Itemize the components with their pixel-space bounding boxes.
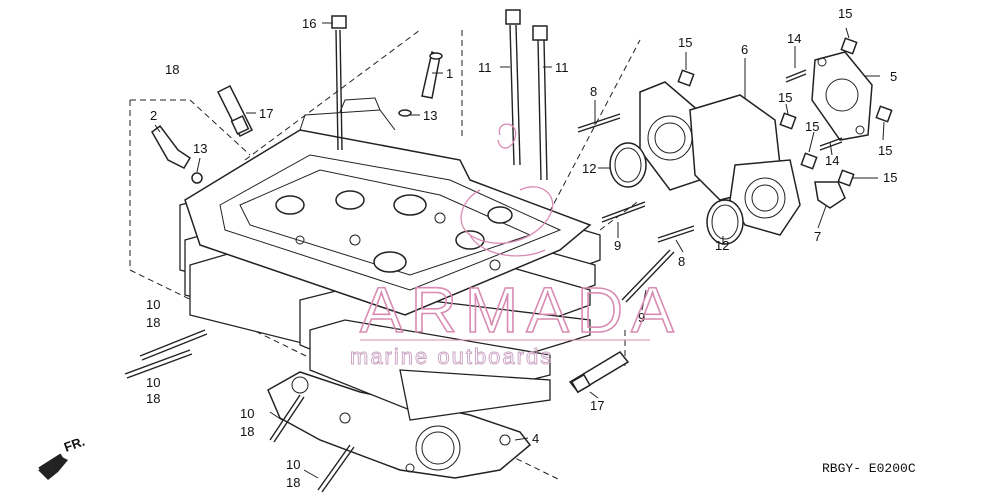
callout-4: 4	[532, 431, 539, 446]
watermark-brand: ARMADA	[360, 274, 682, 346]
callout-10c: 10	[240, 406, 254, 421]
callout-15b: 15	[838, 6, 852, 21]
callout-18c: 18	[146, 391, 160, 406]
callout-15e: 15	[878, 143, 892, 158]
intake-manifold	[639, 81, 801, 236]
callout-18b: 18	[146, 315, 160, 330]
callout-10b: 10	[146, 375, 160, 390]
intake-studs	[577, 113, 695, 303]
callout-14a: 14	[787, 31, 801, 46]
callout-17b: 17	[590, 398, 604, 413]
o-ring-gaskets	[609, 142, 744, 245]
stud-fitting-2	[151, 124, 203, 184]
watermark: ARMADA marine outboards	[350, 123, 682, 369]
callout-10a: 10	[146, 297, 160, 312]
nuts-and-bolts	[677, 37, 893, 187]
callout-5: 5	[890, 69, 897, 84]
diagram-code: RBGY- E0200C	[822, 461, 916, 476]
callout-15f: 15	[883, 170, 897, 185]
long-bolts	[331, 9, 548, 181]
head-gasket	[267, 371, 532, 479]
callout-11a: 11	[478, 60, 492, 75]
front-arrow	[38, 453, 68, 480]
callout-9a: 9	[614, 238, 621, 253]
spark-plug-lower	[568, 351, 630, 394]
callout-7: 7	[814, 229, 821, 244]
callout-16: 16	[302, 16, 316, 31]
callout-1: 1	[446, 66, 453, 81]
callout-10d: 10	[286, 457, 300, 472]
watermark-tagline: marine outboards	[350, 344, 553, 369]
watermark-logo-icon	[460, 123, 554, 257]
reference-lines	[129, 29, 641, 481]
callout-6: 6	[741, 42, 748, 57]
cylinder-head	[179, 97, 601, 421]
callout-12a: 12	[582, 161, 596, 176]
callout-11b: 11	[555, 60, 569, 75]
callout-12b: 12	[715, 238, 729, 253]
callout-8a: 8	[590, 84, 597, 99]
callout-15c: 15	[778, 90, 792, 105]
leader-lines	[154, 22, 885, 479]
callout-15d: 15	[805, 119, 819, 134]
callout-8b: 8	[678, 254, 685, 269]
insulator-plate	[811, 51, 873, 141]
callout-14b: 14	[825, 153, 839, 168]
callout-15a: 15	[678, 35, 692, 50]
callout-2: 2	[150, 108, 157, 123]
bracket-7	[814, 181, 846, 209]
callout-18a: 18	[165, 62, 179, 77]
callout-18d: 18	[240, 424, 254, 439]
callout-9b: 9	[638, 310, 645, 325]
spark-plug-upper	[216, 84, 254, 138]
front-label: FR.	[62, 434, 87, 455]
callout-18e: 18	[286, 475, 300, 490]
lower-left-studs	[124, 329, 355, 493]
stud-fitting-1	[398, 50, 443, 117]
callout-17a: 17	[259, 106, 273, 121]
callout-13a: 13	[423, 108, 437, 123]
callout-numbers: 16 11 11 1 13 18 17 2 13 8 15 6 14 15 5 …	[146, 6, 897, 490]
callout-13b: 13	[193, 141, 207, 156]
